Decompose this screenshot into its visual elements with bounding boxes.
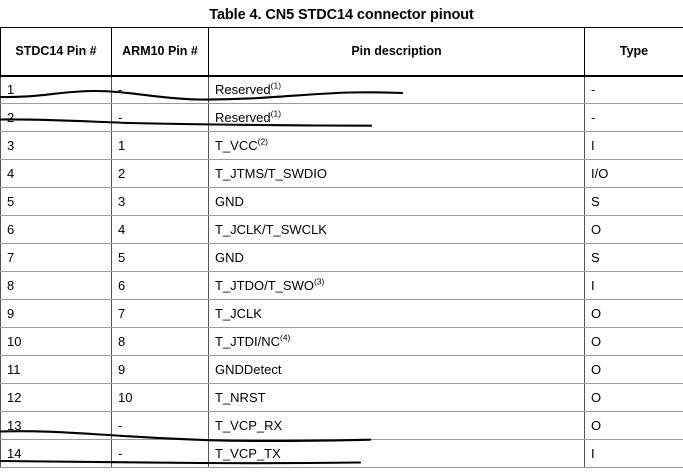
cell-type: S: [584, 243, 683, 272]
cell-pin-description: Reserved(1): [208, 103, 585, 132]
column-header-pin-description: Pin description: [208, 27, 585, 77]
cell-stdc14-pin: 6: [0, 215, 112, 244]
cell-type: O: [584, 383, 683, 412]
table-header-row: STDC14 Pin # ARM10 Pin # Pin description…: [0, 27, 683, 77]
cell-arm10-pin: -: [111, 75, 209, 104]
cell-type: I: [584, 131, 683, 160]
cell-type: O: [584, 215, 683, 244]
cell-pin-description: T_JTMS/T_SWDIO: [208, 159, 585, 188]
footnote-marker: (2): [257, 136, 269, 147]
table-row: 2-Reserved(1)-: [0, 103, 683, 132]
cell-arm10-pin: 3: [111, 187, 209, 216]
column-header-arm10-pin: ARM10 Pin #: [111, 27, 209, 77]
cell-pin-description: Reserved(1): [208, 75, 585, 104]
cell-stdc14-pin: 10: [0, 327, 112, 356]
cell-type: O: [584, 355, 683, 384]
cell-arm10-pin: 1: [111, 131, 209, 160]
pinout-table: STDC14 Pin # ARM10 Pin # Pin description…: [0, 27, 683, 468]
table-caption: Table 4. CN5 STDC14 connector pinout: [209, 7, 474, 23]
cell-pin-description: T_VCP_TX: [208, 439, 585, 468]
cell-arm10-pin: 6: [111, 271, 209, 300]
cell-pin-description: T_VCP_RX: [208, 411, 585, 440]
cell-stdc14-pin: 7: [0, 243, 112, 272]
cell-arm10-pin: 7: [111, 299, 209, 328]
cell-arm10-pin: 10: [111, 383, 209, 412]
cell-stdc14-pin: 1: [0, 75, 112, 104]
cell-arm10-pin: 9: [111, 355, 209, 384]
cell-stdc14-pin: 3: [0, 131, 112, 160]
cell-arm10-pin: 2: [111, 159, 209, 188]
cell-pin-description: GND: [208, 187, 585, 216]
cell-pin-description: T_JTDO/T_SWO(3): [208, 271, 585, 300]
cell-type: O: [584, 299, 683, 328]
cell-stdc14-pin: 13: [0, 411, 112, 440]
cell-arm10-pin: 4: [111, 215, 209, 244]
cell-arm10-pin: 8: [111, 327, 209, 356]
cell-stdc14-pin: 4: [0, 159, 112, 188]
cell-arm10-pin: -: [111, 439, 209, 468]
cell-arm10-pin: -: [111, 103, 209, 132]
cell-type: S: [584, 187, 683, 216]
cell-arm10-pin: -: [111, 411, 209, 440]
cell-type: -: [584, 103, 683, 132]
cell-arm10-pin: 5: [111, 243, 209, 272]
column-header-type: Type: [584, 27, 683, 77]
cell-pin-description: GND: [208, 243, 585, 272]
cell-stdc14-pin: 14: [0, 439, 112, 468]
cell-stdc14-pin: 9: [0, 299, 112, 328]
cell-type: O: [584, 327, 683, 356]
cell-type: I: [584, 271, 683, 300]
footnote-marker: (1): [270, 108, 282, 119]
table-row: 1-Reserved(1)-: [0, 75, 683, 104]
cell-stdc14-pin: 8: [0, 271, 112, 300]
cell-type: -: [584, 75, 683, 104]
footnote-marker: (4): [280, 332, 291, 343]
cell-pin-description: T_JCLK/T_SWCLK: [208, 215, 585, 244]
cell-stdc14-pin: 5: [0, 187, 112, 216]
cell-pin-description: T_JTDI/NC(4): [208, 327, 585, 356]
cell-type: I/O: [584, 159, 683, 188]
cell-type: I: [584, 439, 683, 468]
cell-stdc14-pin: 2: [0, 103, 112, 132]
column-header-stdc14-pin: STDC14 Pin #: [0, 27, 112, 77]
cell-pin-description: T_NRST: [208, 383, 585, 412]
cell-pin-description: T_JCLK: [208, 299, 585, 328]
cell-stdc14-pin: 11: [0, 355, 112, 384]
footnote-marker: (1): [270, 80, 282, 91]
footnote-marker: (3): [313, 276, 325, 287]
cell-stdc14-pin: 12: [0, 383, 112, 412]
cell-pin-description: GNDDetect: [208, 355, 585, 384]
cell-pin-description: T_VCC(2): [208, 131, 585, 160]
cell-type: O: [584, 411, 683, 440]
